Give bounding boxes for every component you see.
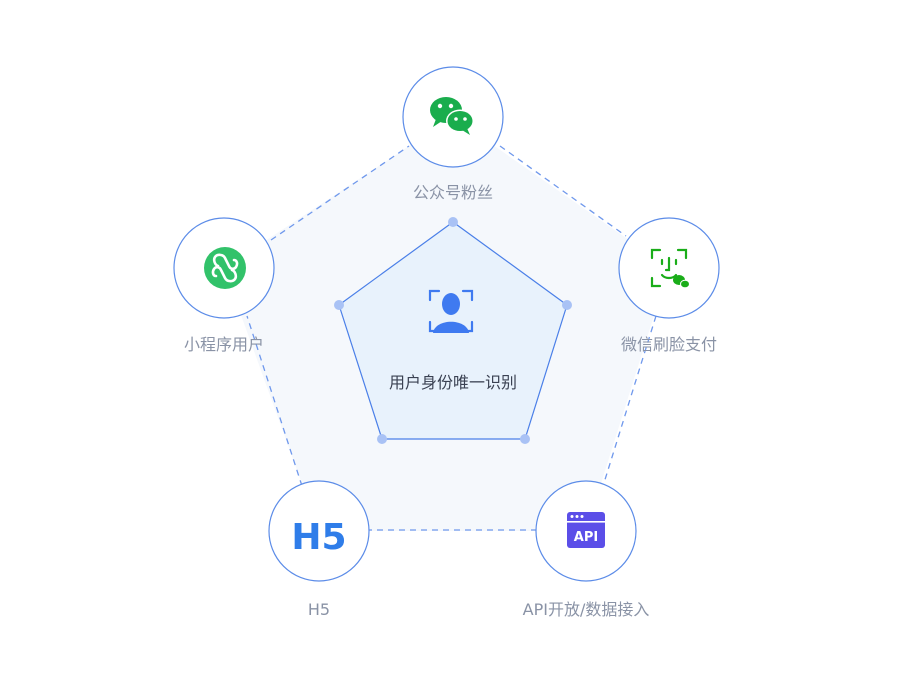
connector-facepay-api <box>602 315 657 487</box>
node-label-h5: H5 <box>308 600 330 619</box>
inner-pentagon-vertices <box>334 217 572 444</box>
node-h5[interactable]: H5 H5 <box>268 480 370 619</box>
vertex-dot <box>520 434 530 444</box>
face-scan-user-icon <box>428 289 474 333</box>
wechat-icon <box>430 97 474 135</box>
node-label-api: API开放/数据接入 <box>523 600 650 619</box>
center-label: 用户身份唯一识别 <box>389 373 517 392</box>
mini-program-icon <box>204 247 246 289</box>
mini-wechat-badge <box>673 275 690 289</box>
node-wechat[interactable]: 公众号粉丝 <box>402 66 504 202</box>
vertex-dot <box>562 300 572 310</box>
vertex-dot <box>377 434 387 444</box>
h5-icon: H5 <box>291 517 346 558</box>
face-pay-icon <box>650 248 688 288</box>
api-icon-text: API <box>574 530 598 545</box>
connector-mini-wechat <box>270 145 410 241</box>
node-label-face-pay: 微信刷脸支付 <box>621 335 717 354</box>
connector-wechat-facepay <box>499 145 627 237</box>
node-mini-program[interactable]: 小程序用户 <box>173 217 275 354</box>
node-api[interactable]: API API开放/数据接入 <box>523 480 650 619</box>
api-icon: API <box>567 512 605 548</box>
dashed-connectors <box>246 145 657 531</box>
connector-h5-mini <box>246 315 303 487</box>
vertex-dot <box>448 217 458 227</box>
node-circle <box>268 480 370 582</box>
vertex-dot <box>334 300 344 310</box>
node-face-pay[interactable]: 微信刷脸支付 <box>618 217 720 354</box>
node-label-wechat: 公众号粉丝 <box>413 183 493 202</box>
node-label-mini-program: 小程序用户 <box>184 335 264 354</box>
